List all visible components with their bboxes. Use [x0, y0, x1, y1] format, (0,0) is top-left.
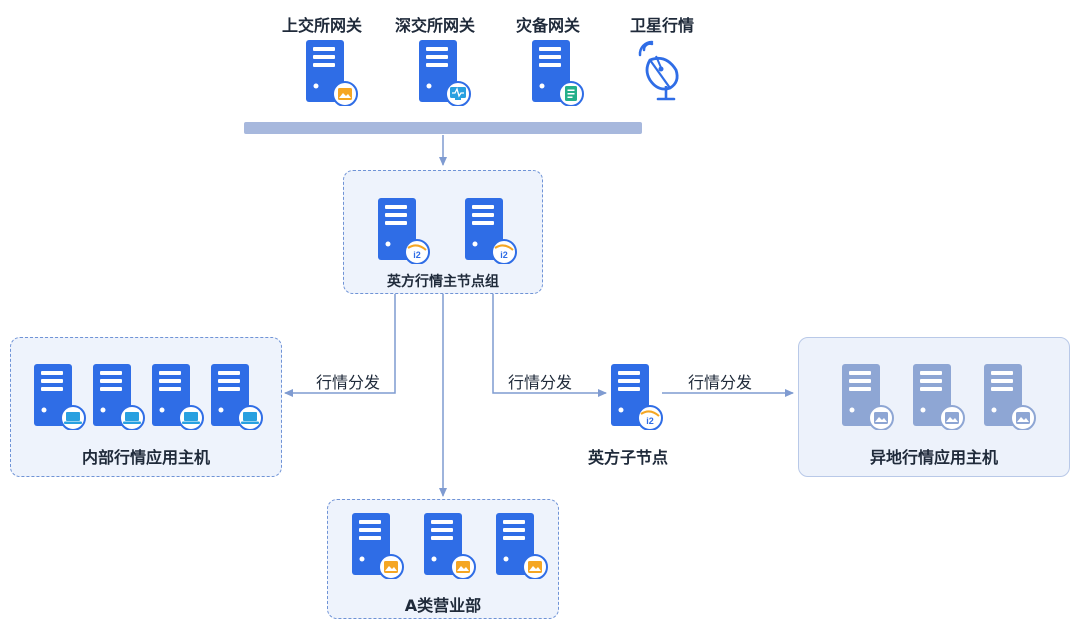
master-group-label: 英方行情主节点组: [387, 274, 499, 290]
internal-host-server-3: [152, 364, 204, 430]
internal-group-label: 内部行情应用主机: [81, 448, 210, 467]
gateway-sse-server-icon: [306, 40, 358, 106]
remote-host-server-3: [984, 364, 1036, 430]
satellite-dish-icon: [638, 40, 679, 101]
gateway-szse-server-icon: [419, 40, 471, 106]
edge-label-to-remote: 行情分发: [687, 373, 752, 392]
branch-server-3: [496, 513, 548, 579]
master-node-server-1: i2: [378, 198, 430, 264]
satellite-label: 卫星行情: [629, 16, 694, 35]
gateway-dr-server-icon: [532, 40, 584, 106]
master-to-subnode-line: [492, 293, 607, 397]
remote-host-server-2: [913, 364, 965, 430]
svg-text:i2: i2: [500, 250, 508, 260]
remote-group-label: 异地行情应用主机: [869, 448, 998, 467]
remote-host-server-1: [842, 364, 894, 430]
gateway-label-sse: 上交所网关: [281, 16, 362, 35]
edge-label-to-internal: 行情分发: [315, 373, 380, 392]
gateway-label-szse: 深交所网关: [394, 16, 475, 35]
master-node-server-2: i2: [465, 198, 517, 264]
edge-label-to-subnode: 行情分发: [507, 373, 572, 392]
svg-text:i2: i2: [413, 250, 421, 260]
sub-node-label: 英方子节点: [587, 448, 668, 467]
master-to-internal-line: [284, 293, 396, 397]
internal-host-server-4: [211, 364, 263, 430]
network-bus: [244, 122, 642, 134]
sub-node-server: i2: [611, 364, 663, 430]
master-node-group: [343, 170, 543, 294]
svg-text:i2: i2: [646, 416, 654, 426]
internal-host-server-2: [93, 364, 145, 430]
branch-group-label: A类营业部: [404, 596, 482, 615]
branch-server-1: [352, 513, 404, 579]
internal-host-server-1: [34, 364, 86, 430]
branch-server-2: [424, 513, 476, 579]
gateway-label-dr: 灾备网关: [515, 16, 580, 35]
